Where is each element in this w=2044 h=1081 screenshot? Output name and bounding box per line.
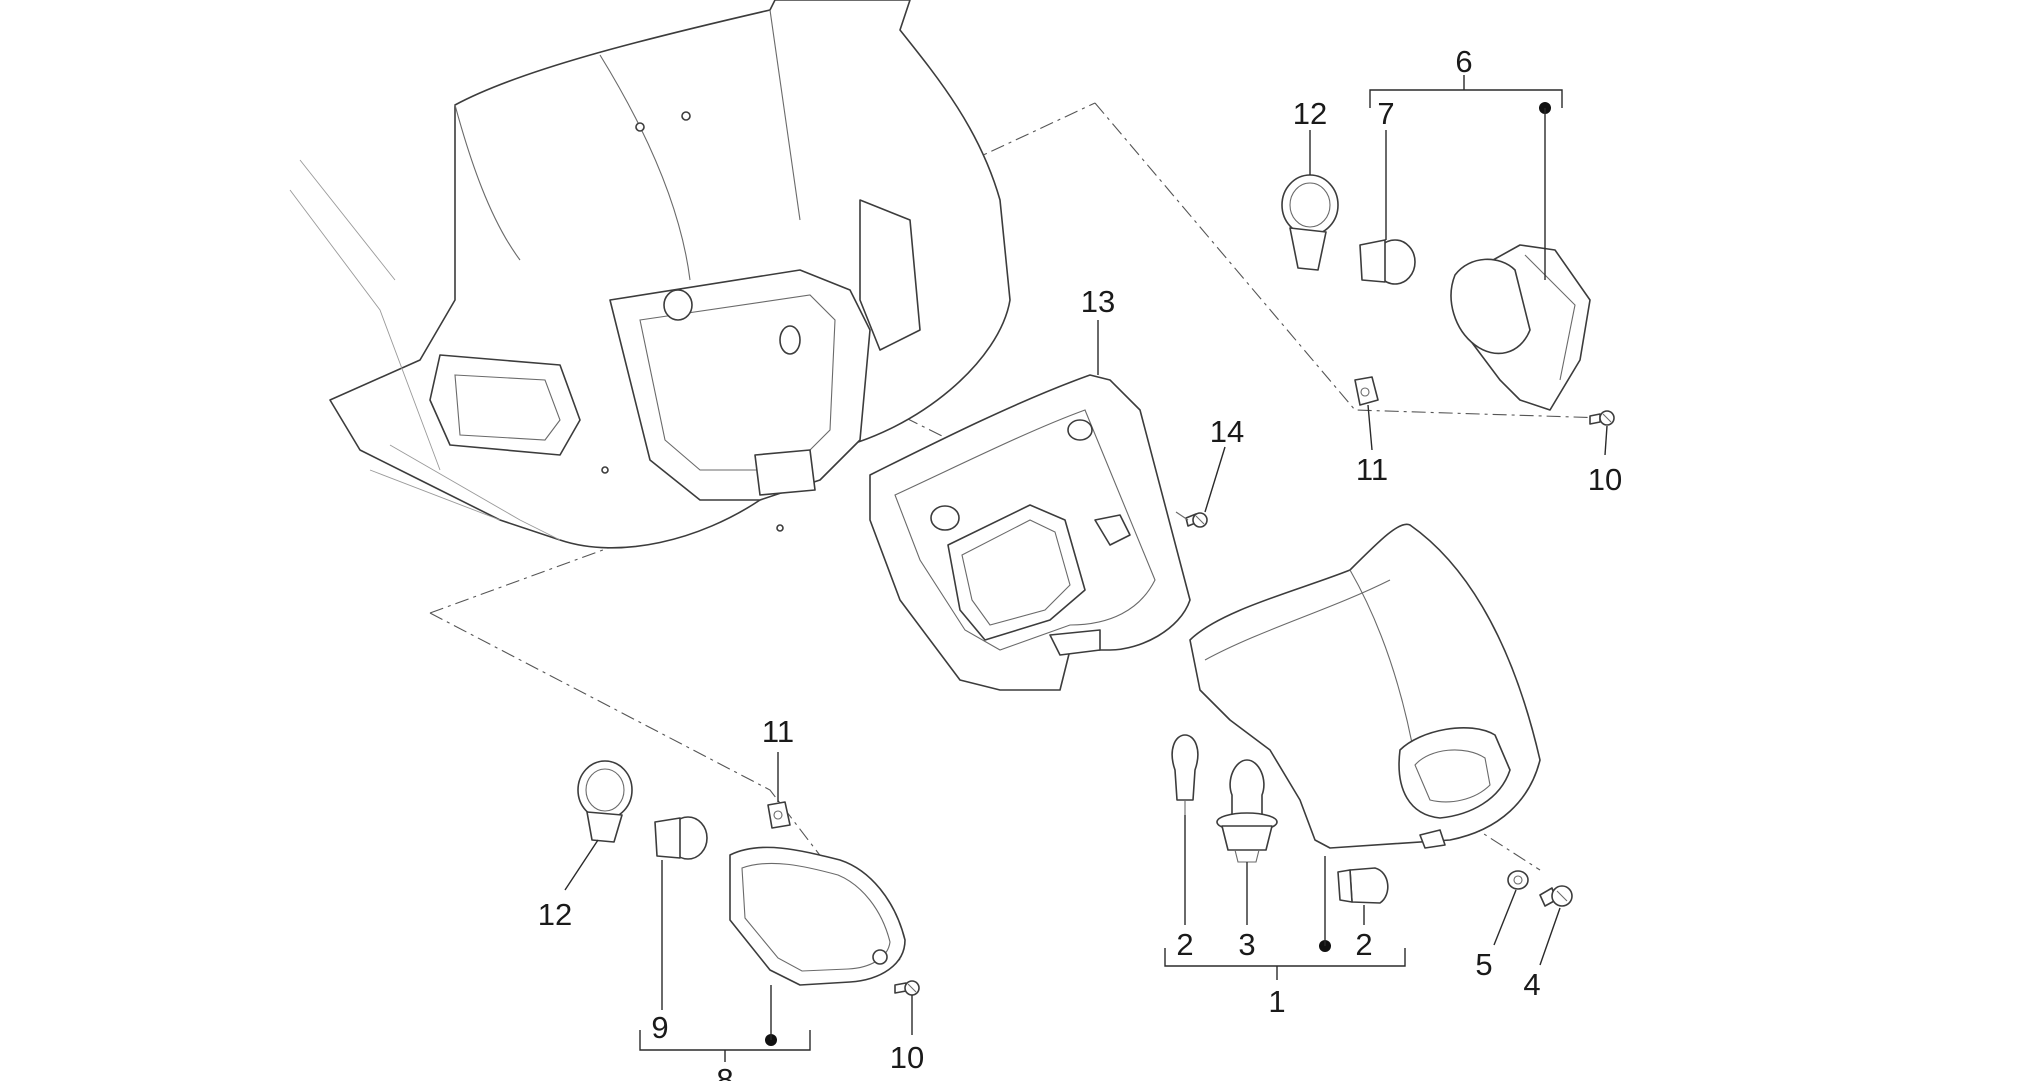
headlight-assembly-part-1	[1189, 523, 1541, 849]
bulb-part-2-left	[1171, 734, 1199, 815]
callout-7: 7	[1377, 96, 1394, 131]
callout-5: 5	[1475, 947, 1492, 982]
callout-11-top: 11	[1356, 452, 1388, 487]
h4-bulb-part-3	[1216, 759, 1278, 863]
callout-11-bottom: 11	[762, 714, 794, 749]
callout-8: 8	[716, 1062, 733, 1081]
callout-6: 6	[1455, 44, 1472, 79]
washer-part-5	[1507, 870, 1529, 890]
callout-14: 14	[1210, 414, 1244, 449]
screw-part-14	[1175, 511, 1208, 528]
callout-2-right: 2	[1355, 927, 1372, 962]
screw-part-10-top	[1589, 410, 1615, 426]
callout-12-top: 12	[1293, 96, 1327, 131]
leader-lines	[564, 75, 1608, 1062]
callout-9: 9	[651, 1010, 668, 1045]
rear-body-shell	[289, 0, 1011, 549]
indicator-part-8	[729, 846, 906, 986]
license-plate-holder	[869, 374, 1191, 691]
screw-part-10-bottom	[894, 980, 920, 996]
callout-10-top: 10	[1588, 462, 1622, 497]
callout-3: 3	[1238, 927, 1255, 962]
bulb-part-9	[654, 816, 708, 860]
indicator-part-6	[1450, 244, 1591, 411]
bulb-socket-part-12-bottom	[577, 760, 633, 843]
callout-12-bottom: 12	[538, 897, 572, 932]
bulb-part-7	[1359, 239, 1416, 285]
clip-nut-part-11-bottom	[767, 801, 791, 829]
callout-2-left: 2	[1176, 927, 1193, 962]
clip-nut-part-11-top	[1354, 376, 1379, 406]
callout-4: 4	[1523, 967, 1540, 1002]
screw-part-4	[1539, 885, 1573, 907]
callout-10-bottom: 10	[890, 1040, 924, 1075]
callout-1: 1	[1268, 984, 1285, 1019]
bulb-socket-part-12-top	[1281, 174, 1339, 271]
bulb-part-2-right	[1337, 867, 1389, 904]
callout-labels: 6 12 7 13 14 11 10 11 12 2 3 2 1 5 4 9 8…	[538, 44, 1622, 1081]
callout-13: 13	[1081, 284, 1115, 319]
